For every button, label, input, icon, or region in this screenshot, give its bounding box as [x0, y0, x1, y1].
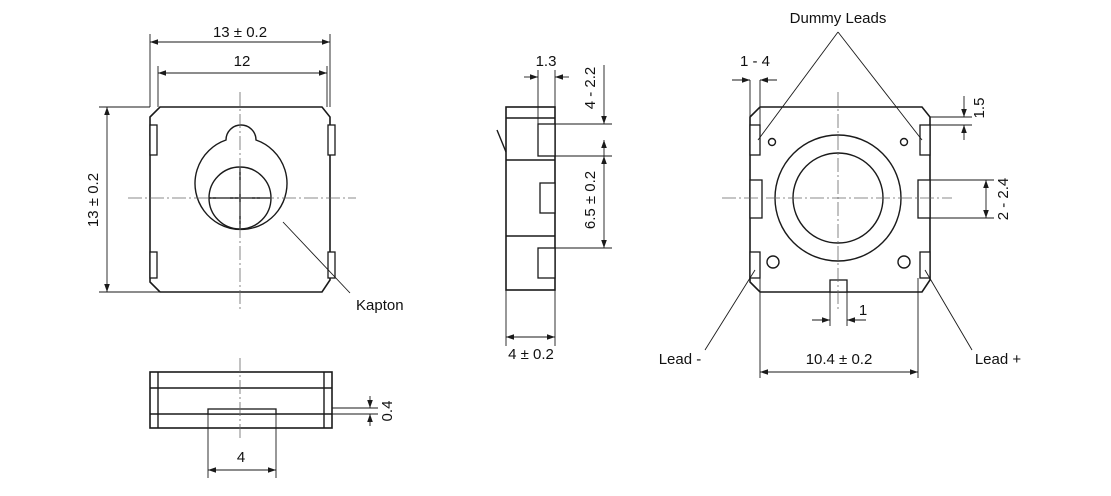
pitch-label: 10.4 ± 0.2	[806, 351, 873, 368]
top-view: 13 ± 0.2 12 13 ± 0.2 Kapton	[85, 24, 404, 314]
edge-view: 4 0.4	[149, 358, 396, 478]
lead-span-label: 2 - 2.4	[995, 178, 1012, 221]
lead-width-label: 1 - 4	[740, 53, 770, 70]
lead-length-label: 1.5	[971, 98, 988, 119]
lead-minus-pad	[749, 251, 761, 279]
bottom-thickness-label: 0.4	[379, 401, 396, 422]
kapton-label: Kapton	[356, 297, 404, 314]
lead-plus-label: Lead +	[975, 351, 1022, 368]
side-depth-label: 4 ± 0.2	[508, 346, 554, 363]
side-width-label: 1.3	[536, 53, 557, 70]
top-inner-width-label: 12	[234, 53, 251, 70]
top-height-label: 13 ± 0.2	[85, 173, 102, 227]
bottom-view: Dummy Leads 1 - 4 1.5 2 - 2.4 1 Lead - L…	[659, 10, 1022, 378]
side-lead-label: 4 - 2.2	[582, 67, 599, 110]
dummy-leads-label: Dummy Leads	[790, 10, 887, 27]
side-view: 1.3 4 - 2.2 6.5 ± 0.2 4 ± 0.2	[496, 53, 612, 363]
top-width-label: 13 ± 0.2	[213, 24, 267, 41]
dummy-lead-left	[749, 124, 761, 156]
dummy-lead-right	[919, 124, 931, 156]
gap-label: 1	[859, 302, 867, 319]
bottom-width-label: 4	[237, 449, 245, 466]
lead-plus-pad	[919, 251, 931, 279]
lead-minus-label: Lead -	[659, 351, 702, 368]
side-pitch-label: 6.5 ± 0.2	[582, 171, 599, 229]
